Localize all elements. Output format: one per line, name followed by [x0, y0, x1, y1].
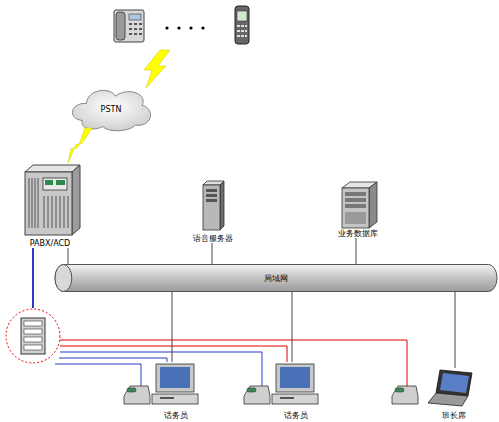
ellipsis-dots: [165, 26, 204, 29]
supervisor-node: 班长席: [424, 368, 484, 420]
server-tower: [342, 182, 377, 228]
laptop-icon: [428, 370, 472, 406]
server-node: 语音服务器: [186, 181, 240, 243]
node-label: 话务员: [164, 411, 188, 420]
mobile-phone-icon: [235, 6, 249, 44]
desk-phone-icon: [124, 386, 150, 404]
phone-wire: [59, 358, 167, 362]
agent-node: 话务员: [268, 362, 324, 420]
lan-link: [172, 292, 173, 362]
lan-link: [356, 238, 357, 264]
lan-link: [455, 292, 456, 368]
desk-phone-icon: [114, 10, 144, 42]
wireless-link: [68, 128, 92, 163]
node-label: PSTN: [101, 105, 122, 114]
pc-workstation: [272, 364, 318, 404]
node-label: 班长席: [442, 411, 466, 420]
phone-wire: [60, 340, 407, 386]
phone-wire: [55, 364, 141, 386]
lan-link: [292, 292, 293, 362]
phone-wire: [60, 346, 287, 362]
trunk-wire: [32, 248, 34, 308]
pc-workstation: [152, 364, 198, 404]
node-label: 话务员: [284, 411, 308, 420]
cloud-node: PSTN: [70, 86, 152, 132]
node-label: 局域网: [264, 274, 288, 283]
lan-link: [212, 243, 213, 264]
wireless-bolt: [144, 50, 170, 88]
lan-band: 局域网: [55, 264, 497, 292]
server-tower: [203, 181, 224, 230]
node-label: PABX/ACD: [30, 239, 71, 248]
switch-device: [21, 318, 45, 354]
desk-phone-icon: [244, 386, 270, 404]
pabx-device: [25, 165, 80, 235]
database-node: 业务数据库: [330, 181, 386, 238]
desk-phone-icon: [392, 386, 418, 404]
switch-highlight: [6, 309, 60, 363]
agent-node: 话务员: [148, 362, 204, 420]
lan-link: [68, 248, 69, 264]
node-label: 语音服务器: [193, 234, 233, 243]
pabx-node: PABX/ACD: [18, 165, 82, 248]
node-label: 业务数据库: [338, 229, 378, 238]
